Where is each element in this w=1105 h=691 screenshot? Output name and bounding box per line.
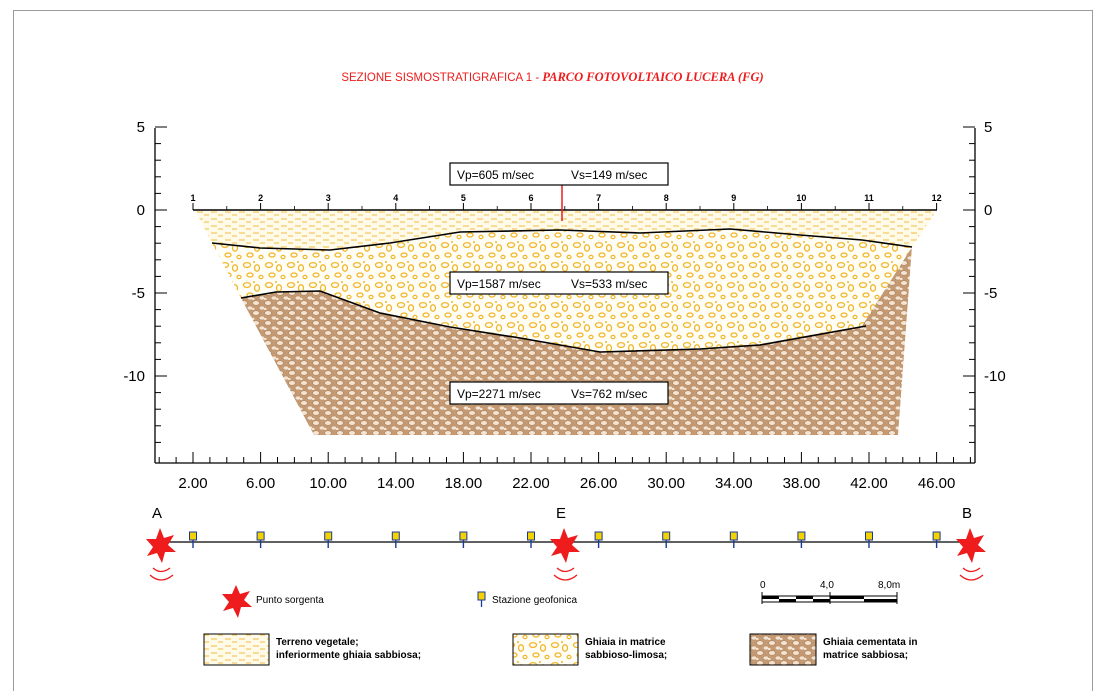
boundary-gravel-cemented: [240, 290, 867, 353]
geophone-label: 3: [326, 193, 331, 203]
legend-layer-cemented: Ghiaia cementata in matrice sabbiosa;: [749, 633, 917, 666]
distance-label: 46.00: [918, 475, 956, 492]
geophone-icon: [189, 531, 197, 541]
legend-geophone-label: Stazione geofonica: [492, 595, 578, 606]
title-prefix: SEZIONE SISMOSTRATIGRAFICA 1 -: [341, 72, 543, 84]
depth-label-left: -5: [132, 285, 145, 302]
source-point-b: B: [956, 505, 986, 581]
distance-label: 22.00: [512, 475, 550, 492]
wave-arc-icon: [553, 567, 578, 581]
geophone-label: 5: [461, 193, 466, 203]
geophone-icon: [527, 531, 535, 541]
wave-arc-icon: [959, 567, 984, 581]
wave-arc-icon: [149, 567, 174, 581]
legend-scale-bar: 0 4,0 8,0m: [760, 580, 900, 604]
star-icon: [956, 528, 986, 563]
legend-layer1-line2: inferiormente ghiaia sabbiosa;: [276, 650, 421, 661]
distance-label: 26.00: [580, 475, 618, 492]
star-icon: [146, 528, 176, 563]
legend-layer-gravel: Ghiaia in matrice sabbioso-limosa;: [512, 633, 667, 666]
boundary-topsoil-gravel: [211, 228, 913, 251]
velocity-box-1: Vp=605 m/sec Vs=149 m/sec: [449, 162, 669, 186]
velocity-vs-1: Vs=149 m/sec: [571, 168, 647, 182]
velocity-vp-1: Vp=605 m/sec: [457, 168, 534, 182]
velocity-box-2: Vp=1587 m/sec Vs=533 m/sec: [449, 271, 669, 295]
velocity-vs-2: Vs=533 m/sec: [571, 277, 647, 291]
geophone-label: 6: [528, 193, 533, 203]
geophone-icon: [324, 531, 333, 541]
legend-geophone: Stazione geofonica: [477, 591, 578, 607]
distance-label: 42.00: [850, 475, 888, 492]
geophone-icon: [865, 531, 873, 541]
distance-label: 10.00: [309, 475, 347, 492]
depth-label-left: 5: [137, 119, 145, 136]
distance-label: 34.00: [715, 475, 753, 492]
depth-label-right: 5: [984, 119, 992, 136]
legend-source: Punto sorgenta: [222, 585, 324, 618]
depth-label-left: 0: [137, 202, 145, 219]
velocity-vp-3: Vp=2271 m/sec: [457, 387, 541, 401]
distance-label: 6.00: [246, 475, 275, 492]
geophone-label: 12: [932, 193, 942, 203]
legend-layer2-line1: Ghiaia in matrice: [585, 637, 666, 648]
geophone-icon: [729, 531, 738, 541]
source-label-b: B: [962, 505, 972, 522]
depth-label-left: -10: [123, 368, 145, 385]
star-icon: [550, 528, 580, 563]
velocity-box-3: Vp=2271 m/sec Vs=762 m/sec: [449, 381, 669, 405]
depth-labels-left: 5 0 -5 -10: [123, 119, 145, 385]
velocity-vs-3: Vs=762 m/sec: [571, 387, 647, 401]
depth-label-right: 0: [984, 202, 992, 219]
geophone-label: 2: [258, 193, 263, 203]
legend-source-label: Punto sorgenta: [256, 595, 324, 606]
geophone-label: 4: [393, 193, 398, 203]
distance-labels: 2.00 6.00 10.00 14.00 18.00 22.00 26.00 30.00 34…: [178, 475, 955, 492]
geophone-icon: [662, 531, 671, 541]
title-italic: PARCO FOTOVOLTAICO LUCERA (FG): [542, 70, 764, 84]
distance-label: 30.00: [647, 475, 685, 492]
legend-layer2-line2: sabbioso-limosa;: [585, 650, 667, 661]
distance-label: 18.00: [445, 475, 483, 492]
geophone-icon: [391, 531, 400, 541]
distance-label: 14.00: [377, 475, 415, 492]
geophone-icon: [594, 531, 603, 541]
scale-label-1: 4,0: [820, 580, 834, 591]
distance-ticks: [158, 452, 971, 463]
depth-labels-right: 5 0 -5 -10: [984, 119, 1006, 385]
surface-ticks: [192, 203, 938, 210]
geophone-icon: [932, 531, 941, 541]
scale-label-2: 8,0m: [878, 580, 900, 591]
geophone-label: 10: [796, 193, 806, 203]
source-point-e: E: [550, 505, 580, 581]
depth-label-right: -10: [984, 368, 1006, 385]
legend-layer1-line1: Terreno vegetale;: [276, 637, 359, 648]
scale-label-0: 0: [760, 580, 766, 591]
geophone-icon: [797, 531, 806, 541]
geophone-icon: [459, 531, 468, 541]
legend-layer3-line2: matrice sabbiosa;: [823, 650, 908, 661]
source-label-e: E: [556, 505, 566, 522]
legend-layer3-line1: Ghiaia cementata in: [823, 637, 917, 648]
layer-cemented-gravel: [241, 246, 912, 435]
source-point-a: A: [146, 505, 176, 581]
geophone-label: 11: [864, 193, 874, 203]
depth-ticks: [155, 126, 975, 443]
geophone-icon: [256, 531, 265, 541]
geophone-label: 9: [731, 193, 736, 203]
star-icon: [222, 585, 252, 618]
geophone-label: 7: [596, 193, 601, 203]
velocity-vp-2: Vp=1587 m/sec: [457, 277, 541, 291]
depth-label-right: -5: [984, 285, 997, 302]
legend-layer-topsoil: Terreno vegetale; inferiormente ghiaia s…: [203, 633, 421, 666]
geophone-markers: [189, 531, 941, 548]
geophone-label: 1: [190, 193, 195, 203]
distance-label: 38.00: [783, 475, 821, 492]
geophone-label: 8: [664, 193, 669, 203]
source-label-a: A: [152, 505, 162, 522]
distance-label: 2.00: [178, 475, 207, 492]
section-title: SEZIONE SISMOSTRATIGRAFICA 1 - PARCO FOT…: [0, 70, 1105, 85]
